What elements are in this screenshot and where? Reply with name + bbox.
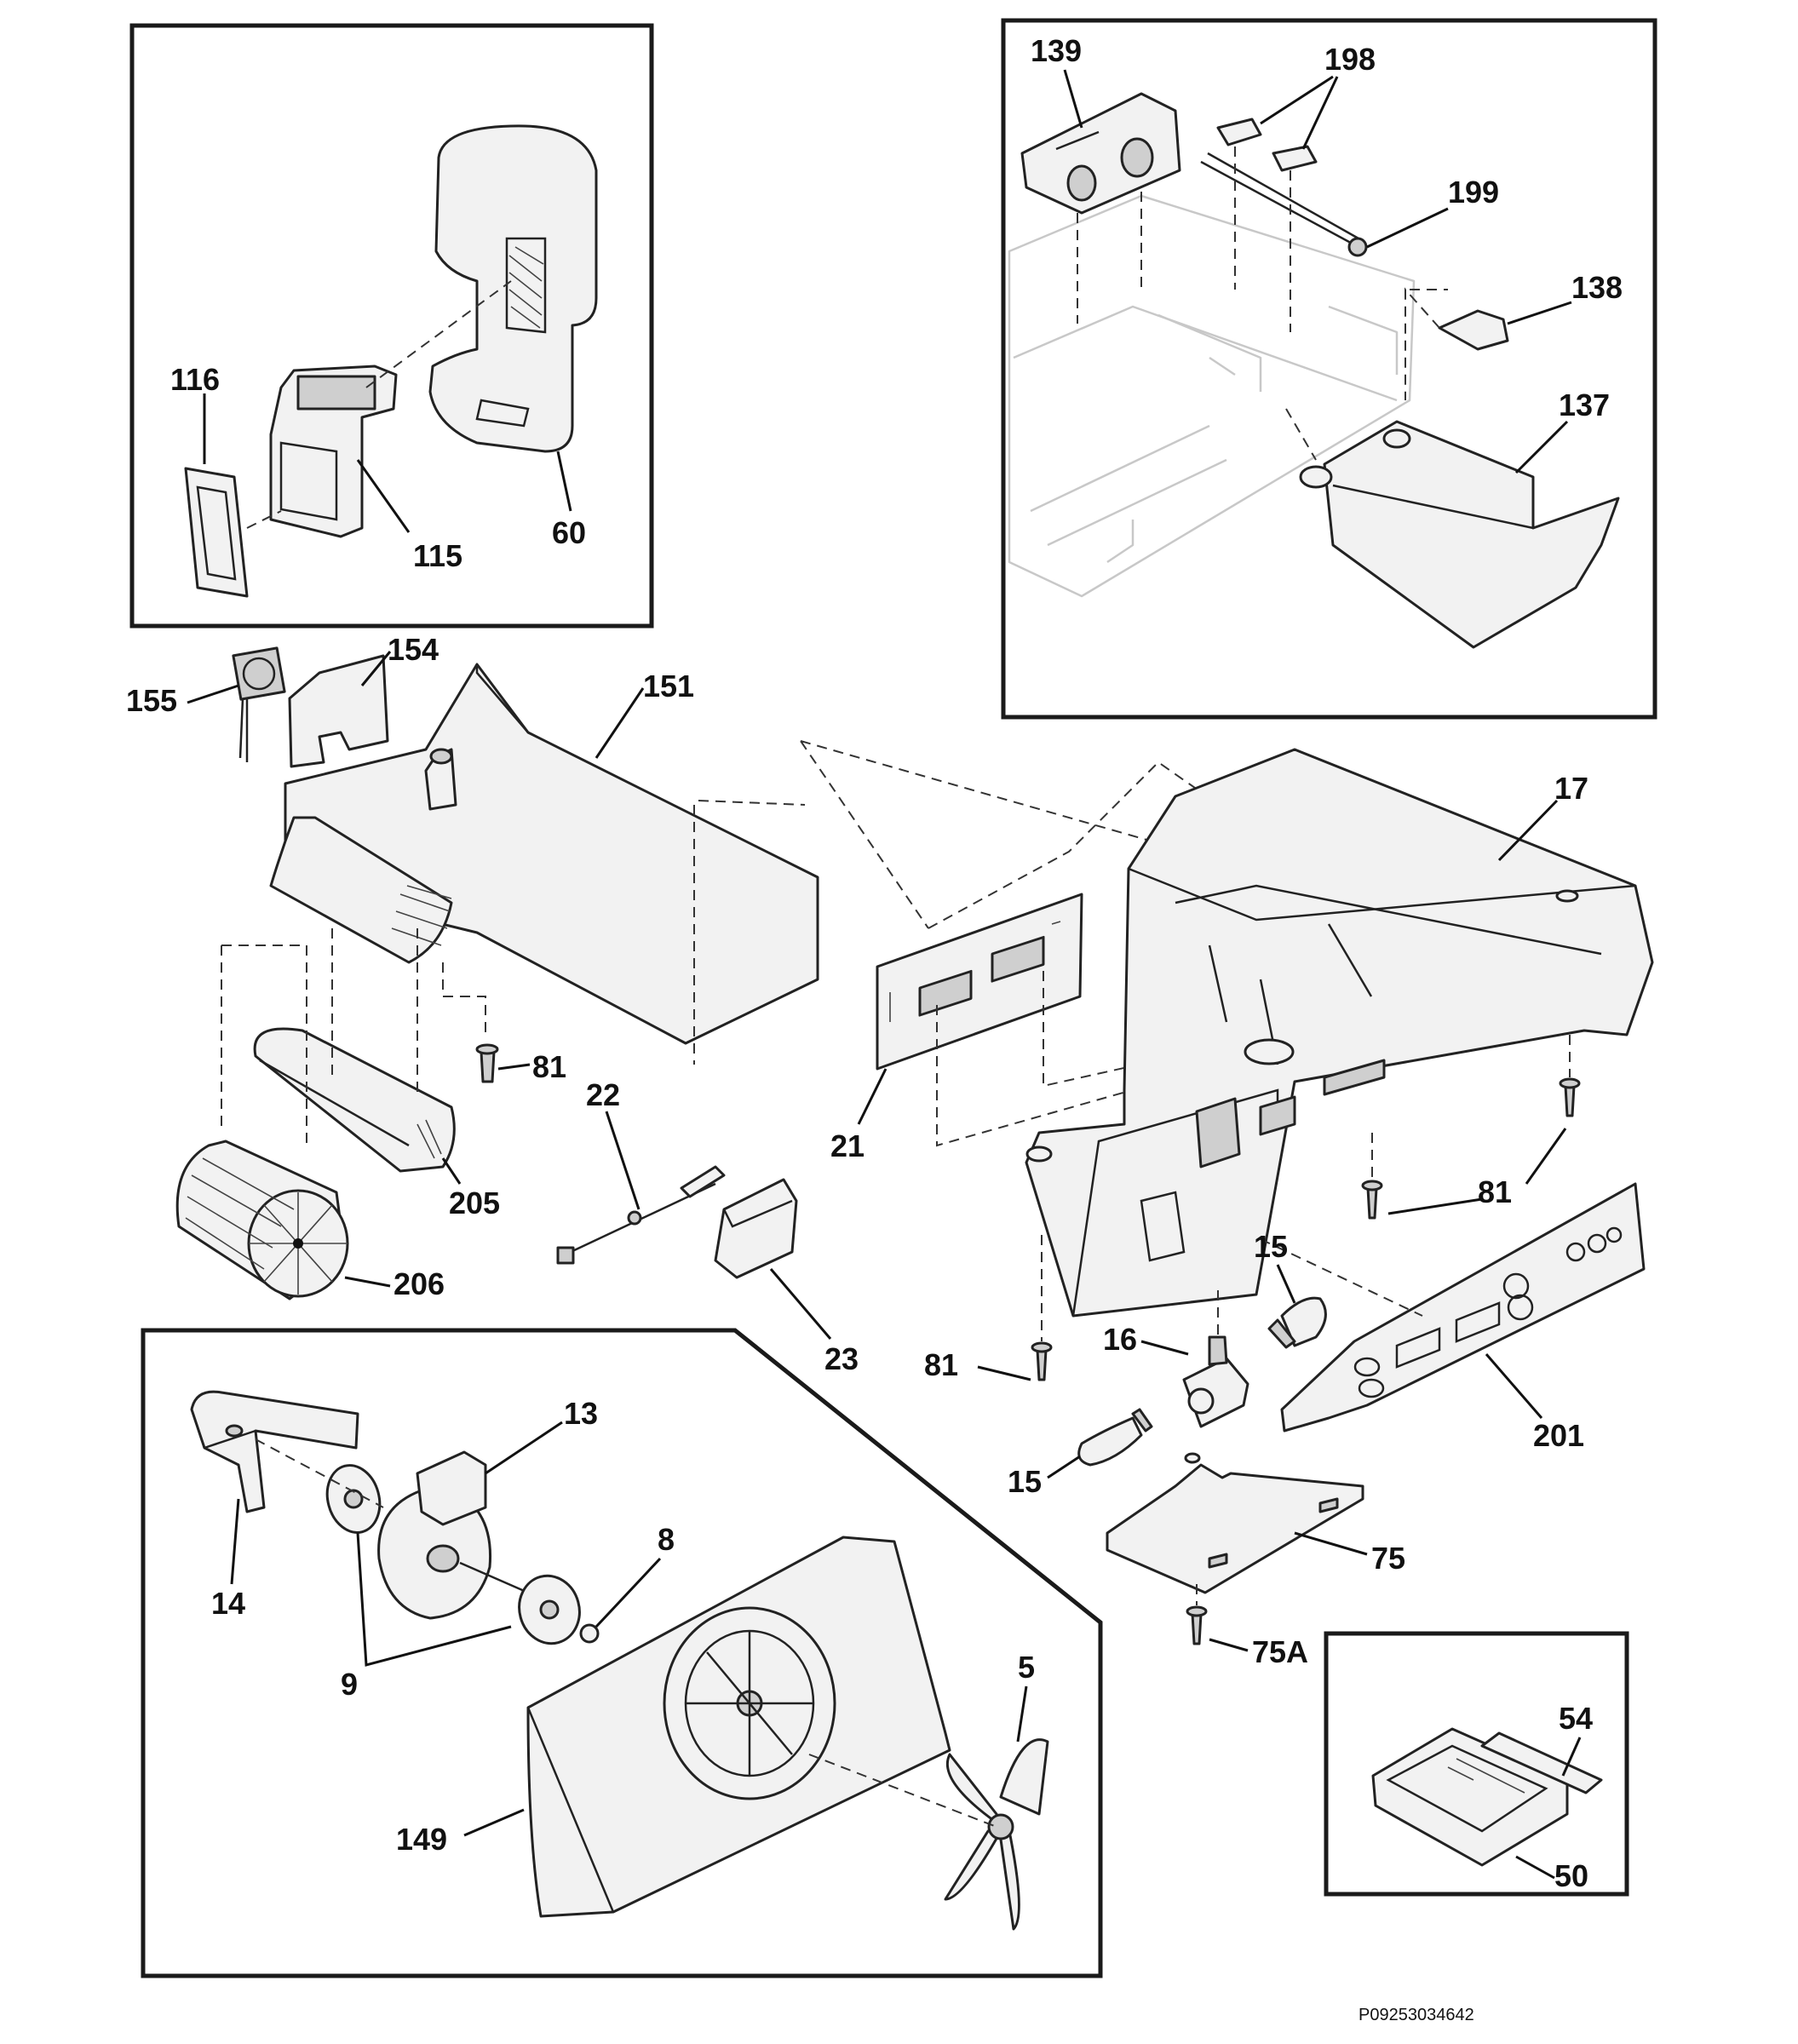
part-81-screw-mid: [1361, 1180, 1383, 1220]
part-16-valve: [1182, 1335, 1249, 1428]
callout-149: 149: [396, 1822, 447, 1857]
callout-137: 137: [1559, 388, 1610, 422]
part-138-bracket: [1438, 309, 1509, 351]
part-15-fitting-lower: [1077, 1408, 1153, 1467]
callout-21: 21: [830, 1128, 865, 1163]
inset-frame-bottom-left: [141, 1328, 1103, 1978]
inset-frame-bottom-right: [1324, 1631, 1629, 1897]
callout-23: 23: [824, 1341, 859, 1376]
callout-75a: 75A: [1252, 1634, 1308, 1669]
part-75a-screw: [1186, 1605, 1208, 1645]
part-155-fan: [232, 646, 286, 762]
inset-frame-top-right: [1001, 18, 1657, 720]
part-5-fan-blade: [944, 1738, 1049, 1931]
part-50-tray: [1371, 1727, 1569, 1867]
callout-16: 16: [1103, 1322, 1137, 1357]
part-9-mount-upper: [325, 1464, 382, 1534]
part-81-screw-bottom: [1031, 1341, 1053, 1381]
callout-138: 138: [1571, 270, 1623, 305]
callout-50: 50: [1554, 1858, 1588, 1893]
part-198-clips: [1216, 118, 1318, 172]
part-75-tray: [1106, 1452, 1364, 1594]
part-22-sensor-wire: [556, 1165, 726, 1265]
part-139-valve: [1020, 92, 1181, 215]
part-8-washer: [579, 1623, 600, 1644]
part-205-housing: [253, 1027, 456, 1173]
part-13-fan-motor: [377, 1450, 529, 1620]
dash-116-115: [246, 510, 282, 529]
callout-116: 116: [170, 362, 220, 397]
callout-14: 14: [211, 1586, 245, 1621]
part-115-bracket: [269, 365, 398, 538]
callout-15-lower: 15: [1008, 1464, 1042, 1499]
part-81-screw-right: [1559, 1077, 1581, 1117]
callout-199: 199: [1448, 175, 1499, 210]
part-15-fitting-upper: [1267, 1296, 1327, 1349]
part-201-overlay: [1280, 1182, 1646, 1433]
part-151-drum: [269, 816, 453, 964]
callout-151: 151: [643, 669, 694, 703]
callout-139: 139: [1031, 33, 1082, 68]
callout-198: 198: [1324, 42, 1376, 77]
diagram-reference-code: P09253034642: [1359, 2006, 1474, 2024]
part-199-harness: [1200, 152, 1368, 257]
callout-15-upper: 15: [1254, 1229, 1288, 1264]
callout-205: 205: [449, 1186, 500, 1220]
callout-60: 60: [552, 515, 586, 550]
part-137-solenoid: [1299, 420, 1620, 649]
part-21-display-board: [876, 893, 1083, 1071]
dash-115-60: [365, 280, 512, 388]
part-206-blower-wheel: [175, 1140, 349, 1300]
callout-81-a: 81: [532, 1049, 566, 1084]
callout-201: 201: [1533, 1418, 1584, 1453]
callout-22: 22: [586, 1077, 620, 1112]
callout-155: 155: [126, 683, 177, 718]
callout-17: 17: [1554, 771, 1588, 806]
part-54-strip: [1480, 1731, 1603, 1794]
inset-frame-top-left: [129, 23, 654, 629]
callout-75: 75: [1371, 1541, 1405, 1576]
callout-54: 54: [1559, 1701, 1593, 1736]
part-60-housing: [428, 124, 598, 453]
part-149-shroud: [526, 1536, 951, 1918]
part-81-screw-left: [475, 1043, 499, 1083]
callout-9: 9: [341, 1667, 358, 1702]
callout-81-c: 81: [1478, 1174, 1512, 1209]
part-17-dispenser-housing: [1025, 748, 1654, 1318]
callout-13: 13: [564, 1396, 598, 1431]
callout-154: 154: [388, 632, 439, 667]
part-23-cap: [714, 1178, 798, 1279]
callout-115: 115: [413, 538, 462, 573]
callout-206: 206: [393, 1266, 445, 1301]
callout-8: 8: [658, 1522, 675, 1557]
part-14-bracket: [190, 1390, 359, 1513]
callout-81-d: 81: [924, 1347, 958, 1382]
part-9-mount-lower: [518, 1574, 581, 1645]
part-116-gasket: [184, 467, 249, 598]
callout-5: 5: [1018, 1650, 1035, 1685]
